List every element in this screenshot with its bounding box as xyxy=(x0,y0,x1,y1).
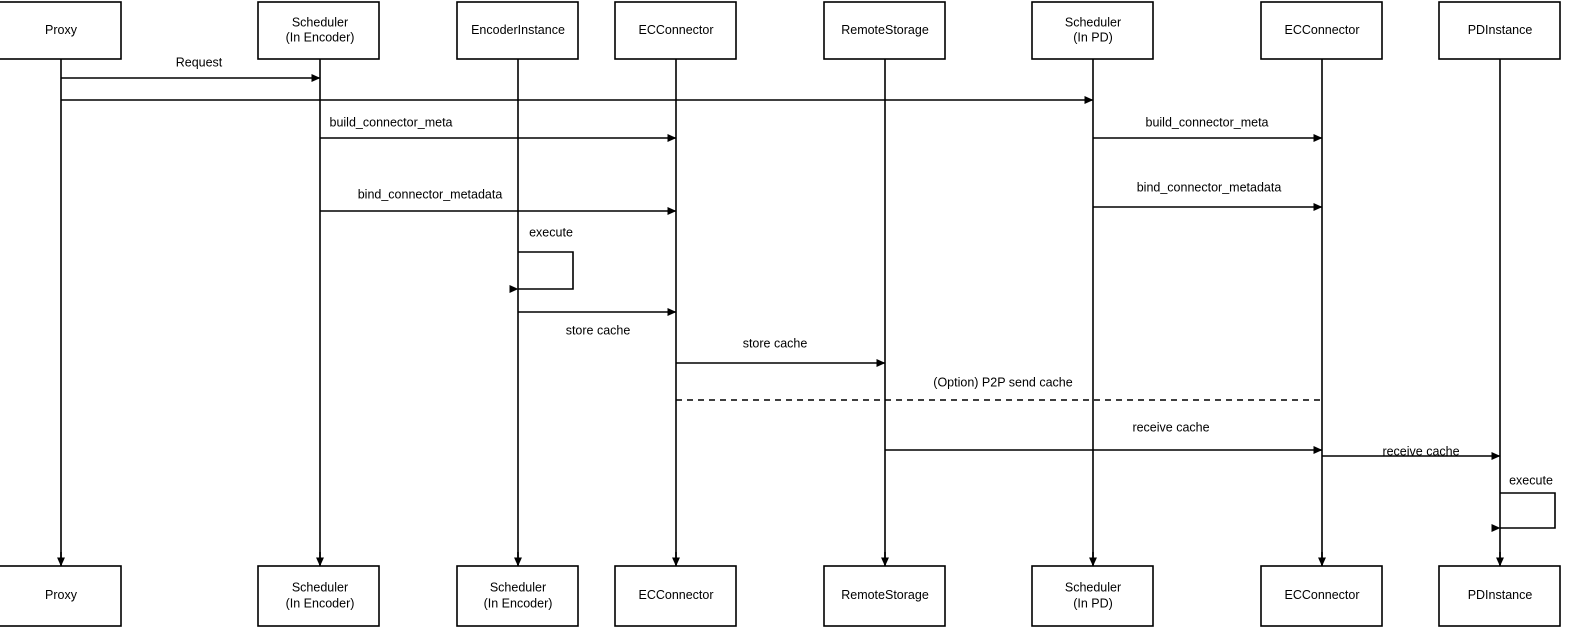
participant-box-bottom-remote_store[interactable] xyxy=(823,565,946,627)
message-label-m3: build_connector_meta xyxy=(329,115,453,130)
message-label-m8: store cache xyxy=(742,336,808,351)
participant-label-top-sched_enc: Scheduler(In Encoder) xyxy=(286,15,355,46)
participant-label-top-sub-sched_pd: (In PD) xyxy=(1073,30,1113,45)
participant-label-bottom-sched_enc: Scheduler(In Encoder) xyxy=(286,580,355,611)
participant-label-bottom-sub-sched_pd: (In PD) xyxy=(1073,596,1113,610)
messages-group xyxy=(61,74,1501,460)
participant-box-top-ecconn_enc[interactable] xyxy=(614,1,737,60)
participant-label-top-main-ecconn_enc: ECConnector xyxy=(638,22,714,37)
participant-label-bottom-sub-encoder_inst: (In Encoder) xyxy=(483,596,553,610)
participant-box-bottom-proxy[interactable] xyxy=(0,565,122,627)
participant-box-bottom-pd_inst[interactable] xyxy=(1438,565,1561,627)
participant-box-top-remote_store[interactable] xyxy=(823,1,946,60)
message-label-m9: (Option) P2P send cache xyxy=(933,375,1073,390)
self-messages-group xyxy=(509,251,1556,532)
participant-label-bottom-main-sched_pd: Scheduler xyxy=(1064,580,1122,595)
lifelines-group xyxy=(57,59,1504,567)
participant-label-bottom-encoder_inst: Scheduler(In Encoder) xyxy=(484,580,553,611)
participant-label-bottom-sub-sched_enc: (In Encoder) xyxy=(285,596,355,610)
participant-box-top-sched_enc[interactable] xyxy=(257,1,380,60)
participant-label-bottom-ecconn_enc: ECConnector xyxy=(638,588,713,604)
participant-boxes-group xyxy=(0,1,1561,627)
participant-box-top-proxy[interactable] xyxy=(0,1,122,60)
participant-label-bottom-main-ecconn_enc: ECConnector xyxy=(638,588,714,603)
participant-label-bottom-main-pd_inst: PDInstance xyxy=(1467,588,1533,603)
participant-label-top-main-ecconn_pd: ECConnector xyxy=(1284,22,1360,37)
message-label-m7: store cache xyxy=(565,323,631,338)
participant-label-bottom-sched_pd: Scheduler(In PD) xyxy=(1065,580,1121,611)
self-message-label-s2: execute xyxy=(1509,473,1553,488)
participant-label-top-main-pd_inst: PDInstance xyxy=(1467,22,1533,37)
participant-label-top-main-encoder_inst: EncoderInstance xyxy=(471,22,565,37)
participant-label-top-pd_inst: PDInstance xyxy=(1468,23,1533,39)
participant-label-bottom-main-remote_store: RemoteStorage xyxy=(841,588,929,603)
participant-label-bottom-remote_store: RemoteStorage xyxy=(841,588,929,604)
participant-label-top-main-sched_enc: Scheduler xyxy=(291,14,349,29)
participant-box-top-ecconn_pd[interactable] xyxy=(1260,1,1383,60)
message-label-m10: receive cache xyxy=(1132,420,1210,435)
participant-label-top-ecconn_pd: ECConnector xyxy=(1284,23,1359,39)
message-label-m1: Request xyxy=(175,55,223,70)
participant-label-top-sched_pd: Scheduler(In PD) xyxy=(1065,15,1121,46)
participant-box-bottom-ecconn_enc[interactable] xyxy=(614,565,737,627)
participant-box-top-encoder_inst[interactable] xyxy=(456,1,579,60)
participant-label-top-main-remote_store: RemoteStorage xyxy=(841,22,929,37)
participant-box-bottom-encoder_inst[interactable] xyxy=(456,565,579,627)
self-message-s1-encoder_inst xyxy=(509,251,574,293)
participant-label-top-encoder_inst: EncoderInstance xyxy=(471,23,565,39)
self-message-s2-pd_inst xyxy=(1491,492,1556,532)
message-label-m6: bind_connector_metadata xyxy=(1136,180,1282,195)
participant-label-top-remote_store: RemoteStorage xyxy=(841,23,929,39)
self-message-label-s1: execute xyxy=(529,225,573,240)
participant-box-bottom-sched_enc[interactable] xyxy=(257,565,380,627)
message-label-m5: bind_connector_metadata xyxy=(357,187,503,202)
participant-label-bottom-main-ecconn_pd: ECConnector xyxy=(1284,588,1360,603)
participant-label-bottom-main-encoder_inst: Scheduler xyxy=(489,580,547,595)
participant-label-top-main-sched_pd: Scheduler xyxy=(1064,14,1122,29)
message-label-m11: receive cache xyxy=(1382,444,1460,459)
participant-box-top-pd_inst[interactable] xyxy=(1438,1,1561,60)
participant-label-top-sub-sched_enc: (In Encoder) xyxy=(285,30,355,45)
participant-label-top-proxy: Proxy xyxy=(45,23,77,39)
participant-box-top-sched_pd[interactable] xyxy=(1031,1,1154,60)
participant-label-bottom-proxy: Proxy xyxy=(45,588,77,604)
message-label-m4: build_connector_meta xyxy=(1145,115,1269,130)
participant-label-top-main-proxy: Proxy xyxy=(45,22,77,37)
participant-box-bottom-sched_pd[interactable] xyxy=(1031,565,1154,627)
participant-label-bottom-ecconn_pd: ECConnector xyxy=(1284,588,1359,604)
participant-label-bottom-main-sched_enc: Scheduler xyxy=(291,580,349,595)
participant-box-bottom-ecconn_pd[interactable] xyxy=(1260,565,1383,627)
participant-label-top-ecconn_enc: ECConnector xyxy=(638,23,713,39)
participant-label-bottom-pd_inst: PDInstance xyxy=(1468,588,1533,604)
participant-label-bottom-main-proxy: Proxy xyxy=(45,588,77,603)
